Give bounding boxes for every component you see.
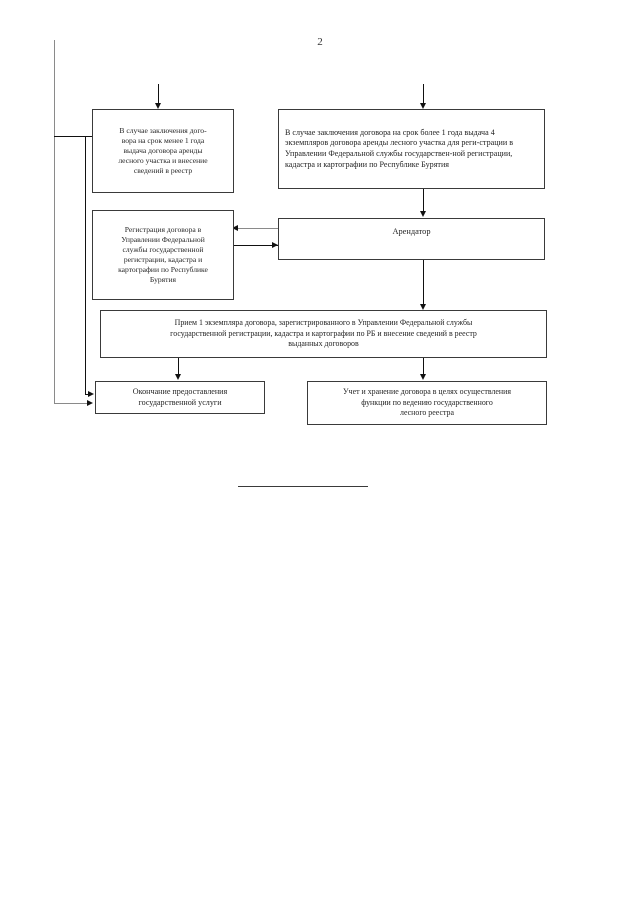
long-term-to-tenant-arrowhead <box>420 211 426 217</box>
node-tenant-label: Арендатор <box>392 227 431 236</box>
inflow-arrowhead-short-term <box>155 103 161 109</box>
page-number: 2 <box>317 36 323 48</box>
inflow-line-short-term <box>158 84 159 104</box>
receive-to-storage-line <box>423 358 424 375</box>
long-term-to-tenant-line <box>423 189 424 212</box>
node-storage-and-accounting-label: Учет и хранение договора в целях осущест… <box>343 387 511 418</box>
registration-to-tenant-line <box>234 245 278 246</box>
tenant-to-receive-line <box>423 260 424 305</box>
tenant-to-registration-arrowhead <box>232 225 238 231</box>
node-receive-registered-copy-label: Прием 1 экземпляра договора, зарегистрир… <box>170 318 477 349</box>
node-long-term-contract[interactable]: В случае заключения договора на срок бол… <box>278 109 545 189</box>
node-tenant[interactable]: Арендатор <box>278 218 545 260</box>
receive-to-storage-arrowhead <box>420 374 426 380</box>
margin-horizontal-line <box>54 403 88 404</box>
node-short-term-contract[interactable]: В случае заключения дого- вора на срок м… <box>92 109 234 193</box>
node-receive-registered-copy[interactable]: Прием 1 экземпляра договора, зарегистрир… <box>100 310 547 358</box>
registration-to-tenant-arrowhead <box>272 242 278 248</box>
node-long-term-contract-label: В случае заключения договора на срок бол… <box>285 127 514 169</box>
margin-vertical-line <box>54 40 55 403</box>
node-short-term-contract-label: В случае заключения дого- вора на срок м… <box>118 125 208 176</box>
short-term-exit-horizontal <box>54 136 92 137</box>
footer-separator-rule <box>238 486 368 487</box>
node-contract-registration-label: Регистрация договора в Управлении Федера… <box>118 224 208 285</box>
node-service-completion[interactable]: Окончание предоставления государственной… <box>95 381 265 414</box>
receive-to-completion-line <box>178 358 179 375</box>
node-storage-and-accounting[interactable]: Учет и хранение договора в целях осущест… <box>307 381 547 425</box>
margin-to-completion-arrowhead <box>87 400 93 406</box>
tenant-to-receive-arrowhead <box>420 304 426 310</box>
tenant-to-registration-line <box>234 228 278 229</box>
short-term-to-completion-arrowhead <box>88 391 94 397</box>
receive-to-completion-arrowhead <box>175 374 181 380</box>
short-term-exit-vertical <box>85 136 86 394</box>
inflow-line-long-term <box>423 84 424 104</box>
node-contract-registration[interactable]: Регистрация договора в Управлении Федера… <box>92 210 234 300</box>
node-service-completion-label: Окончание предоставления государственной… <box>132 386 228 407</box>
inflow-arrowhead-long-term <box>420 103 426 109</box>
